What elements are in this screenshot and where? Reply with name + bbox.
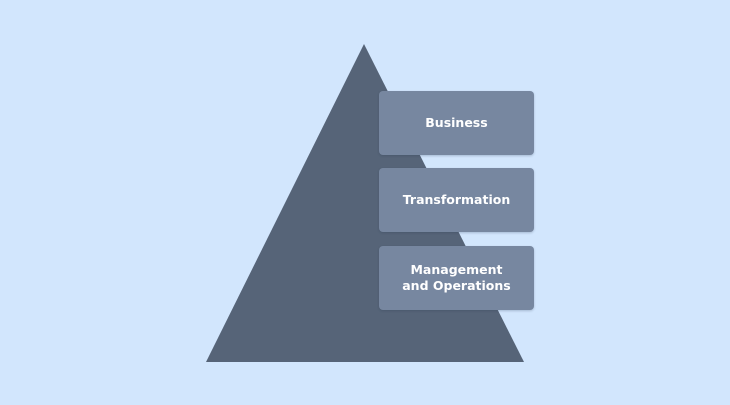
layer-box-business: Business <box>379 91 534 155</box>
layer-label-transformation: Transformation <box>402 192 511 207</box>
layer-label-business: Business <box>425 115 488 130</box>
layer-box-transformation: Transformation <box>379 168 534 232</box>
layer-box-management-operations: Management and Operations <box>379 246 534 310</box>
layer-label-management-operations: Management and Operations <box>402 262 511 293</box>
